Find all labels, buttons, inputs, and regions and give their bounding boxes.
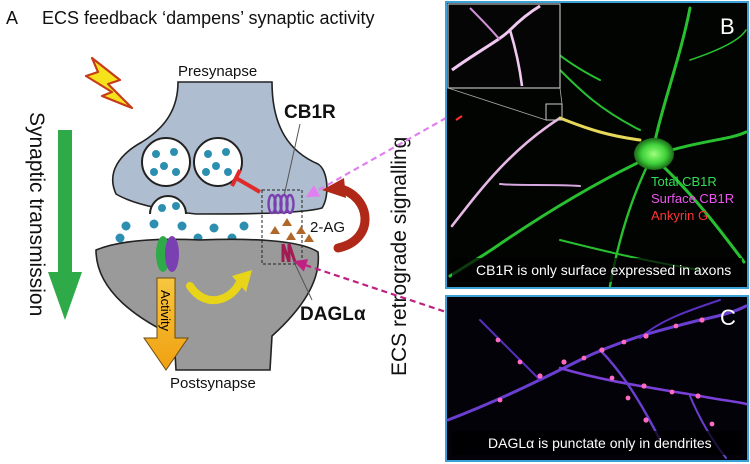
two-ag-molecules — [270, 218, 314, 242]
synaptic-transmission-label: Synaptic transmission — [25, 112, 48, 316]
dagla-enzyme — [281, 243, 297, 263]
cb1r-label: CB1R — [284, 102, 336, 123]
activity-arrow — [143, 277, 189, 371]
lightning-icon — [84, 56, 134, 110]
postsynapse-label: Postsynapse — [170, 375, 256, 392]
legend-ankyrin-g: Ankyrin G — [651, 208, 708, 223]
receptor-channel — [156, 236, 179, 272]
panel-b-caption: CB1R is only surface expressed in axons — [476, 262, 731, 278]
panel-b-micrograph — [445, 1, 749, 289]
panel-c-caption: DAGLα is punctate only in dendrites — [488, 435, 712, 451]
link-to-panel-b — [305, 117, 447, 198]
panel-c-letter: C — [720, 305, 736, 330]
link-to-panel-c — [293, 259, 567, 354]
vesicle — [193, 137, 243, 187]
two-ag-label: 2-AG — [310, 219, 345, 236]
legend-surface-cb1r: Surface CB1R — [651, 191, 734, 206]
retrograde-feedback-arrow — [333, 183, 370, 253]
inhibition-symbol — [230, 169, 262, 194]
cb1r-dagla-box — [261, 189, 303, 265]
vesicle — [141, 137, 191, 187]
panel-a-letter: A — [6, 8, 18, 28]
cb1r-receptor — [267, 193, 295, 215]
panel-b-letter: B — [720, 14, 735, 39]
legend-total-cb1r: Total CB1R — [651, 174, 717, 189]
dagla-label: DAGLα — [300, 304, 366, 325]
panel-a-title: ECS feedback ‘dampens’ synaptic activity — [42, 8, 375, 28]
retrograde-label: ECS retrograde signalling — [388, 137, 411, 376]
activity-curve-arrow — [186, 278, 244, 305]
postsynapse-spine — [95, 238, 320, 371]
activity-label: Activity — [158, 290, 173, 332]
presynapse-label: Presynapse — [178, 63, 257, 80]
synaptic-transmission-arrow — [48, 130, 82, 320]
